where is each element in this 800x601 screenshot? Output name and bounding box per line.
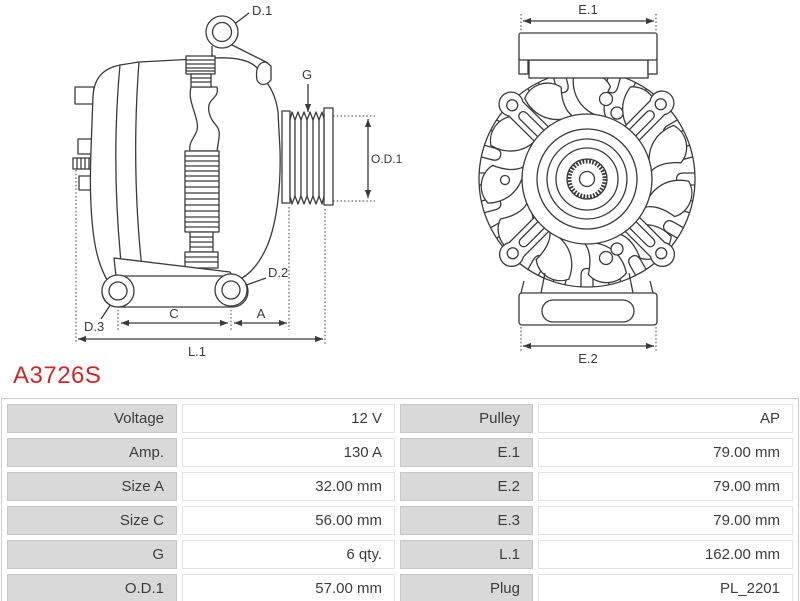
- pulley-hub: [521, 113, 653, 245]
- cooling-fins: [184, 55, 220, 269]
- dim-label-d2: D.2: [268, 265, 288, 280]
- shaft-casting: [189, 86, 220, 152]
- dimension-lines: [523, 17, 654, 350]
- dim-label-c: C: [169, 306, 178, 321]
- dim-label-e1: E.1: [578, 2, 598, 17]
- mounting-eye-left: [101, 274, 135, 308]
- spec-value: 79.00 mm: [538, 506, 793, 535]
- spec-table: Voltage 12 V Pulley AP Amp. 130 A E.1 79…: [1, 398, 799, 601]
- shaft-bore: [578, 170, 596, 188]
- table-row: G 6 qty. L.1 162.00 mm: [7, 540, 793, 569]
- bottom-foot: [518, 272, 658, 326]
- spec-value: 56.00 mm: [182, 506, 395, 535]
- dim-label-d3: D.3: [84, 319, 104, 334]
- front-view-drawing: E.1 E.2: [478, 2, 698, 366]
- spec-label: Voltage: [7, 404, 177, 433]
- spec-value: 32.00 mm: [182, 472, 395, 501]
- table-row: Size A 32.00 mm E.2 79.00 mm: [7, 472, 793, 501]
- spec-label: E.2: [400, 472, 533, 501]
- spec-value: AP: [538, 404, 793, 433]
- spec-value: 57.00 mm: [182, 574, 395, 601]
- spec-label: Amp.: [7, 438, 177, 467]
- dim-label-d1: D.1: [252, 3, 272, 18]
- spec-label: O.D.1: [7, 574, 177, 601]
- table-row: Size C 56.00 mm E.3 79.00 mm: [7, 506, 793, 535]
- top-mounting-ear: [205, 15, 239, 49]
- extension-lines: [75, 115, 375, 344]
- table-row: O.D.1 57.00 mm Plug PL_2201: [7, 574, 793, 601]
- spec-label: Size C: [7, 506, 177, 535]
- side-view-drawing: D.1 G O.D.1 D.2 D.3 C A L.1: [72, 3, 403, 359]
- spline-teeth: [566, 158, 608, 200]
- dim-label-a: A: [257, 306, 266, 321]
- dim-label-g: G: [302, 67, 312, 82]
- spec-value: 79.00 mm: [538, 438, 793, 467]
- top-bracket: [518, 32, 658, 79]
- spec-label: G: [7, 540, 177, 569]
- spec-label: E.3: [400, 506, 533, 535]
- spec-value: 79.00 mm: [538, 472, 793, 501]
- spec-label: E.1: [400, 438, 533, 467]
- pulley: [281, 107, 334, 206]
- vent-hole: [499, 174, 511, 186]
- spec-value: PL_2201: [538, 574, 793, 601]
- mounting-eye-right: [214, 273, 248, 307]
- spec-value: 162.00 mm: [538, 540, 793, 569]
- spec-label: Plug: [400, 574, 533, 601]
- table-row: Amp. 130 A E.1 79.00 mm: [7, 438, 793, 467]
- dimension-lines: [78, 12, 372, 343]
- spec-value: 12 V: [182, 404, 395, 433]
- vent-holes: [598, 91, 624, 266]
- dim-label-l1: L.1: [188, 344, 206, 359]
- dim-label-e2: E.2: [578, 351, 598, 366]
- spec-value: 130 A: [182, 438, 395, 467]
- front-housing-hook: [255, 61, 272, 86]
- spec-label: L.1: [400, 540, 533, 569]
- spec-value: 6 qty.: [182, 540, 395, 569]
- part-number: A3726S: [13, 362, 102, 389]
- spec-label: Size A: [7, 472, 177, 501]
- dim-label-od1: O.D.1: [371, 152, 403, 166]
- table-row: Voltage 12 V Pulley AP: [7, 404, 793, 433]
- spec-label: Pulley: [400, 404, 533, 433]
